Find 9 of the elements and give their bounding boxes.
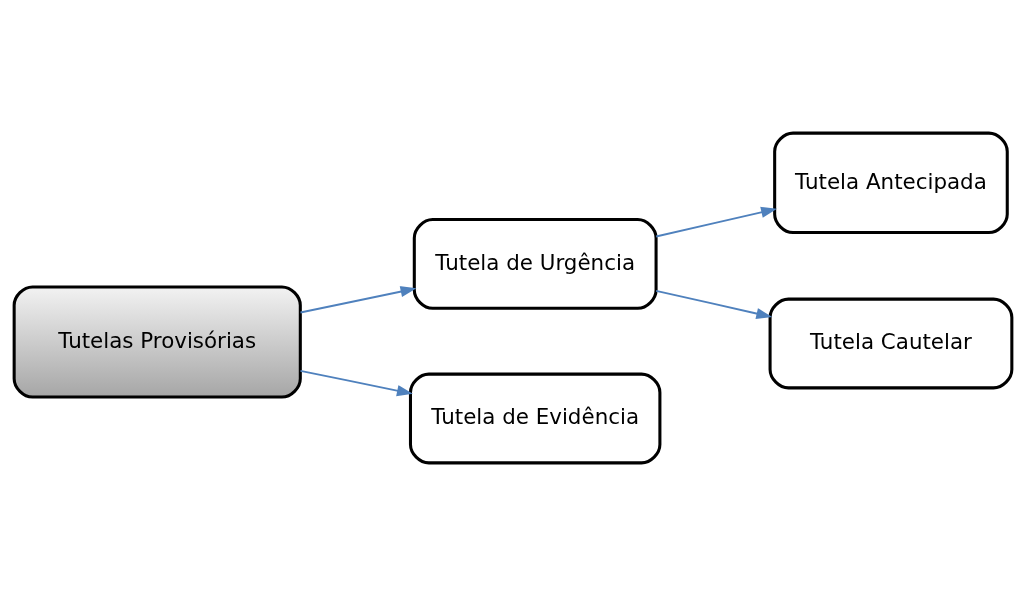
arrow: [655, 206, 778, 238]
node-box: Tutela Antecipada: [773, 131, 1009, 235]
node-box: Tutela de Evidência: [408, 372, 662, 465]
arrow: [655, 289, 773, 320]
node-box: Tutela de Urgência: [412, 218, 658, 310]
node-box: Tutelas Provisórias: [12, 285, 302, 399]
arrow: [299, 370, 413, 397]
arrow: [299, 286, 417, 314]
node-box: Tutela Cautelar: [768, 297, 1014, 390]
